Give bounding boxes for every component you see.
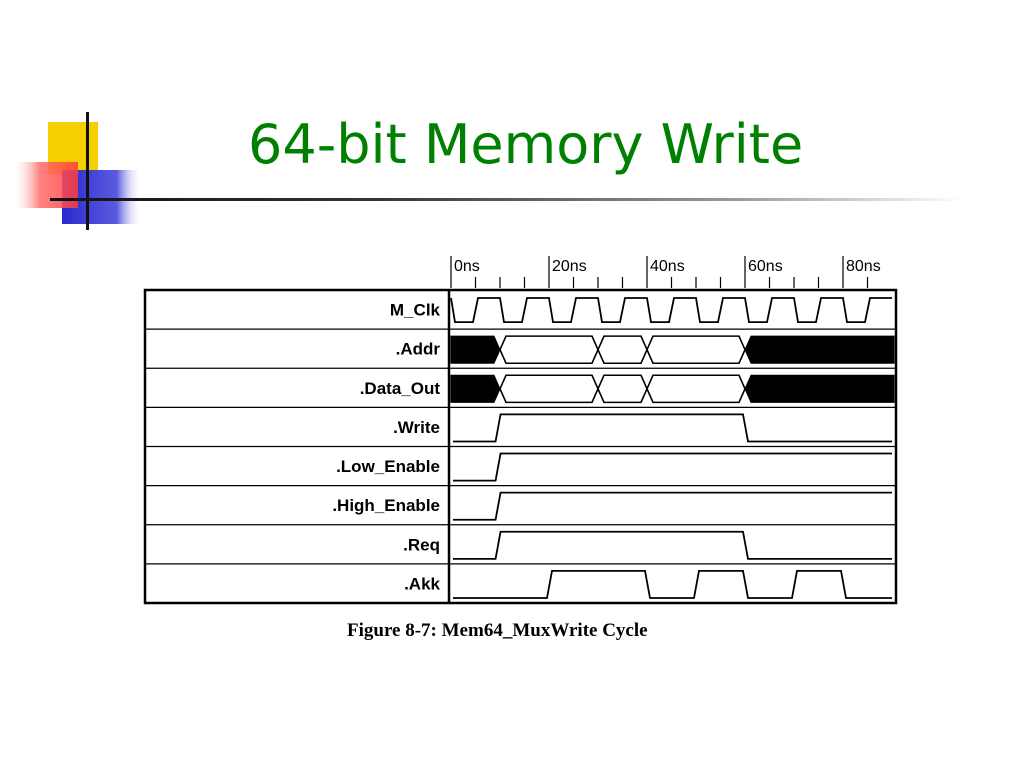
signal-label: .Addr [396,340,441,359]
tick-label: 80ns [846,258,881,275]
signal-label: .Low_Enable [336,457,440,476]
addr-valid-segment [597,335,648,365]
signal-label: .Req [403,535,440,554]
tick-label: 60ns [748,258,783,275]
tick-label: 20ns [552,258,587,275]
signal-label: .Akk [404,574,440,593]
signal-label: .Write [393,418,440,437]
data-out-valid-segment [646,374,746,404]
data-out-invalid-start [450,374,501,403]
logo-vertical-line [86,112,89,230]
data-out-invalid-end [744,374,895,403]
req-waveform [453,530,892,560]
signal-label: .Data_Out [360,379,441,398]
low-enable-waveform [453,452,892,482]
slide-logo-decoration [14,112,140,230]
signal-label: .High_Enable [332,496,440,515]
tick-label: 0ns [454,258,480,275]
title-rule [50,198,965,201]
addr-invalid-end [744,335,895,364]
write-waveform [453,413,892,443]
clock-waveform [450,297,892,324]
signal-labels: M_Clk .Addr .Data_Out .Write .Low_Enable .Hig… [332,301,440,594]
time-axis: 0ns 20ns 40ns 60ns 80ns [450,256,881,288]
addr-valid-segment [499,335,599,365]
slide-title: 64-bit Memory Write [248,113,804,176]
waveforms [450,297,895,599]
diagram-frame [143,288,898,605]
high-enable-waveform [453,491,892,521]
data-out-valid-segment [499,374,599,404]
addr-invalid-start [450,335,501,364]
tick-label: 40ns [650,258,685,275]
akk-waveform [453,569,892,599]
figure-caption: Figure 8-7: Mem64_MuxWrite Cycle [347,620,648,641]
data-out-valid-segment [597,374,648,404]
signal-label: M_Clk [390,301,441,320]
addr-valid-segment [646,335,746,365]
